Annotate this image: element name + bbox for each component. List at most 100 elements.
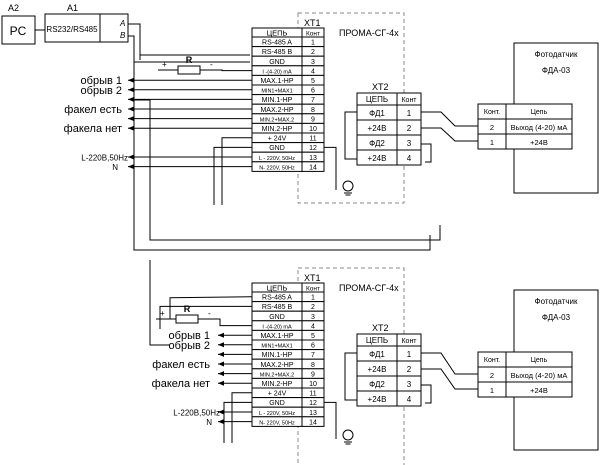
arrow-icon: [218, 409, 224, 415]
power-n-label: N: [112, 163, 118, 172]
output-label: факел есть: [64, 104, 122, 116]
xt1-contact-number: 12: [309, 400, 317, 407]
current-loop-wire: [218, 69, 252, 72]
xt2-circuit-label: ФД1: [369, 109, 385, 118]
xt1-circuit-label: + 24V: [268, 136, 287, 143]
xt1-circuit-label: RS-485 A: [262, 40, 292, 47]
arrow-icon: [218, 380, 224, 386]
xt2-contact-number: 3: [407, 139, 412, 148]
xt2-contact-number: 1: [407, 109, 412, 118]
sensor-contact-number: 1: [490, 138, 494, 147]
xt2-circuit-label: +24В: [368, 395, 387, 404]
gnd-trunk: [223, 401, 252, 443]
xt1-contact-number: 5: [311, 333, 315, 340]
sensor-circuit-label: +24В: [530, 386, 548, 395]
supply-trunk: [221, 137, 252, 205]
xt2-contact-cell: [396, 149, 422, 166]
xt1-circuit-label: N- 220V, 50Hz: [259, 165, 295, 171]
sensor-header-contact: Конт.: [484, 357, 500, 364]
xt1-circuit-label: MAX.1-HP: [260, 333, 293, 340]
xt1-contact-number: 11: [309, 136, 316, 143]
device-name: ПРОМА-СГ-4х: [339, 283, 399, 293]
sensor-title: Фотодатчик: [535, 50, 578, 59]
xt1-contact-cell: [301, 416, 325, 427]
xt2-header-contact: Конт: [401, 338, 417, 345]
sensor-circuit-label: Выход (4-20) мА: [511, 123, 568, 132]
sensor-header-contact: Конт.: [484, 109, 500, 116]
xt1-contact-number: 11: [309, 391, 316, 398]
arrow-icon: [218, 342, 224, 348]
arrow-icon: [128, 77, 134, 83]
xt1-circuit-label: MIN.1-HP: [262, 352, 293, 359]
xt1-circuit-label: GND: [269, 314, 285, 321]
arrow-icon: [128, 96, 134, 102]
xt1-circuit-label: MIN.2-HP: [262, 126, 293, 133]
xt2-bracket: [344, 111, 357, 160]
xt1-circuit-label: L - 220V, 50Hz: [259, 411, 295, 417]
xt1-contact-number: 13: [309, 410, 317, 417]
resistor-plus: +: [162, 60, 167, 69]
xt1-circuit-label: + 24V: [268, 391, 287, 398]
xt2-circuit-label: +24В: [368, 124, 387, 133]
xt1-circuit-label: RS-485 B: [262, 304, 293, 311]
xt1-header-contact: Конт: [306, 31, 320, 38]
converter-label: RS232/RS485: [46, 25, 98, 34]
arrow-icon: [128, 106, 134, 112]
xt1-header-contact: Конт: [306, 286, 320, 293]
ground-icon: [342, 429, 354, 441]
xt1-contact-number: 5: [311, 78, 315, 85]
xt1-circuit-label: L - 220V, 50Hz: [259, 156, 295, 162]
xt2-contact-number: 2: [407, 365, 412, 374]
xt1-contact-number: 3: [311, 59, 315, 66]
converter-pin-a: A: [119, 19, 125, 28]
sensor-circuit-cell: [505, 133, 573, 150]
power-l-label: L-220B,50Hz: [173, 409, 220, 418]
xt1-contact-number: 7: [311, 97, 315, 104]
sensor-circuit-label: Выход (4-20) мА: [511, 371, 568, 380]
resistor-minus: -: [210, 60, 213, 69]
xt1-circuit-label: GND: [269, 59, 285, 66]
sensor-contact-number: 2: [490, 371, 494, 380]
arrow-icon: [218, 371, 224, 377]
xt1-contact-number: 13: [309, 155, 317, 162]
resistor-minus: -: [208, 309, 211, 318]
resistor-label: R: [184, 304, 191, 314]
pc-box: [1, 15, 36, 45]
xt2-contact-number: 4: [407, 395, 412, 404]
output-label: факела нет: [64, 123, 122, 135]
xt2-header-circuit: ЦЕПЬ: [366, 336, 388, 345]
output-label: обрыв 1: [169, 330, 210, 342]
xt1-circuit-label: MIN1+MAX1: [261, 89, 292, 95]
rs485-a-wire: [169, 296, 253, 319]
xt1-contact-number: 6: [311, 88, 315, 95]
xt1-circuit-label: MAX.2-HP: [260, 362, 293, 369]
xt1-contact-number: 6: [311, 343, 315, 350]
xt1-contact-number: 1: [311, 40, 315, 47]
xt2-circuit-label: +24В: [368, 365, 387, 374]
arrow-icon: [218, 361, 224, 367]
ground-wire: [324, 146, 337, 190]
xt1-contact-number: 2: [311, 49, 315, 56]
xt1-circuit-label: MAX.1-HP: [260, 78, 293, 85]
xt2-bracket: [344, 352, 357, 401]
xt1-contact-number: 3: [311, 314, 315, 321]
sensor-header-circuit: Цепь: [531, 109, 548, 116]
current-loop-wire: [216, 318, 252, 327]
power-n-label: N: [206, 418, 212, 427]
xt1-contact-number: 8: [311, 107, 315, 114]
xt2-circuit-label: ФД2: [369, 139, 385, 148]
xt1-contact-number: 4: [311, 68, 315, 75]
xt1-tag: XT1: [304, 273, 321, 283]
sensor-header-circuit: Цепь: [531, 357, 548, 364]
arrow-icon: [218, 419, 224, 425]
sensor-circuit-cell: [505, 381, 573, 398]
xt1-circuit-label: MIN.2+MAX.2: [260, 117, 294, 123]
resistor-body: [175, 314, 199, 324]
converter-tag: A1: [67, 3, 78, 13]
xt2-contact-number: 2: [407, 124, 412, 133]
xt2-contact-number: 1: [407, 350, 412, 359]
sensor-circuit-label: +24В: [530, 138, 548, 147]
xt2-header-circuit: ЦЕПЬ: [366, 95, 388, 104]
xt1-circuit-label: RS-485 A: [262, 295, 292, 302]
xt1-circuit-label: RS-485 B: [262, 49, 293, 56]
